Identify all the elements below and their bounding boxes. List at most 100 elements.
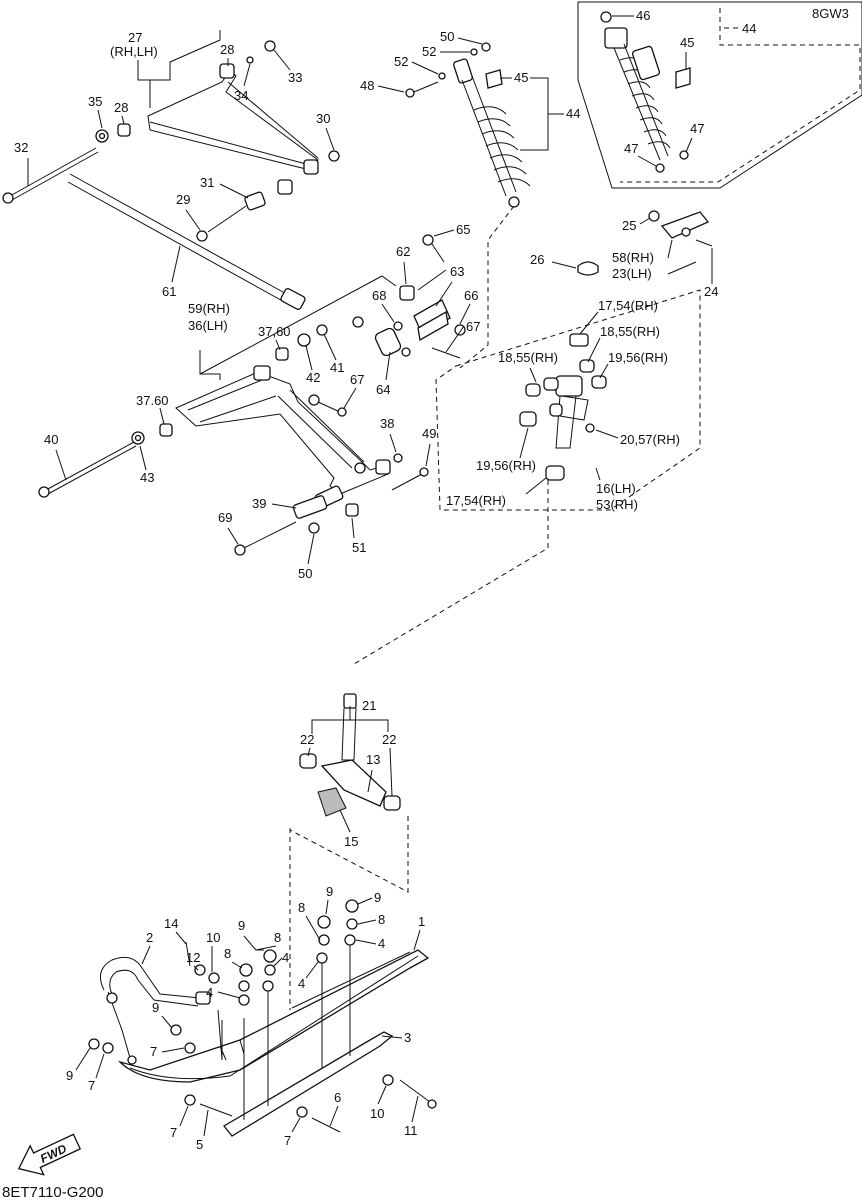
callout-36: 36(LH) [188, 318, 228, 333]
inset-group-dash [620, 8, 861, 183]
callout-29: 29 [176, 192, 190, 207]
callout-45-inset: 45 [680, 35, 694, 50]
callout-58: 58(RH) [612, 250, 654, 265]
callout-6: 6 [334, 1090, 341, 1105]
callout-19-right: 19,56(RH) [608, 350, 668, 365]
ski-assembly [88, 899, 437, 1137]
callout-9-b: 9 [374, 890, 381, 905]
ski-spindle [299, 693, 401, 817]
callout-50-bottom: 50 [298, 566, 312, 581]
callout-68: 68 [372, 288, 386, 303]
callout-63: 63 [450, 264, 464, 279]
callout-23: 23(LH) [612, 266, 652, 281]
drawing-code: 8ET7110-G200 [2, 1184, 103, 1201]
steering-guide-line [353, 480, 549, 665]
callout-38: 38 [380, 416, 394, 431]
callout-40: 40 [44, 432, 58, 447]
callout-9-a: 9 [326, 884, 333, 899]
callout-2: 2 [146, 930, 153, 945]
callout-25: 25 [622, 218, 636, 233]
callout-10-b: 10 [370, 1106, 384, 1121]
callout-44-top: 44 [566, 106, 580, 121]
callout-7-c: 7 [170, 1125, 177, 1140]
callout-61: 61 [162, 284, 176, 299]
callout-45-top: 45 [514, 70, 528, 85]
callout-42: 42 [306, 370, 320, 385]
link-assembly [352, 234, 466, 359]
callout-64: 64 [376, 382, 390, 397]
callout-67-left: 67 [350, 372, 364, 387]
callout-65: 65 [456, 222, 470, 237]
upper-arm [147, 69, 319, 171]
callout-49: 49 [422, 426, 436, 441]
callout-21: 21 [362, 698, 376, 713]
callout-22-left: 22 [300, 732, 314, 747]
callout-53: 53(RH) [596, 497, 638, 512]
callout-31: 31 [200, 175, 214, 190]
callout-52-top: 52 [422, 44, 436, 59]
callout-33: 33 [288, 70, 302, 85]
callout-10-a: 10 [206, 930, 220, 945]
callout-51: 51 [352, 540, 366, 555]
callout-13: 13 [366, 752, 380, 767]
callout-59: 59(RH) [188, 301, 230, 316]
fwd-arrow-shape [17, 1133, 82, 1176]
callout-41: 41 [330, 360, 344, 375]
callout-3: 3 [404, 1030, 411, 1045]
steering-column-parts [519, 210, 713, 481]
callout-27-side: (RH,LH) [110, 44, 158, 59]
callout-30: 30 [316, 111, 330, 126]
callout-47-inset-right: 47 [690, 121, 704, 136]
steering-group-dash [435, 289, 701, 511]
lower-arm-assembly [38, 324, 429, 556]
callout-8-d: 8 [224, 946, 231, 961]
callout-18-left: 18,55(RH) [498, 350, 558, 365]
callout-4-c: 4 [282, 950, 289, 965]
callout-8-b: 8 [378, 912, 385, 927]
inset-model-label: 8GW3 [812, 6, 849, 21]
callout-20: 20,57(RH) [620, 432, 680, 447]
callout-19-left: 19,56(RH) [476, 458, 536, 473]
callout-37-top: 37,60 [258, 324, 291, 339]
callout-17-top: 17,54(RH) [598, 298, 658, 313]
callout-28-left: 28 [114, 100, 128, 115]
callout-27: 27 [128, 30, 142, 45]
leader-21 [311, 706, 389, 734]
front-axle-shaft [67, 173, 306, 310]
callout-62: 62 [396, 244, 410, 259]
fwd-label: FWD [38, 1141, 69, 1165]
callout-11: 11 [404, 1123, 418, 1138]
leader-59 [199, 275, 397, 380]
callout-46: 46 [636, 8, 650, 23]
callout-47-inset-left: 47 [624, 141, 638, 156]
callout-9-d: 9 [152, 1000, 159, 1015]
front-shock-absorber [405, 42, 531, 208]
callout-7-d: 7 [284, 1133, 291, 1148]
callout-24: 24 [704, 284, 718, 299]
callout-7-b: 7 [88, 1078, 95, 1093]
callout-26: 26 [530, 252, 544, 267]
inset-border [577, 1, 862, 189]
callout-28-top: 28 [220, 42, 234, 57]
callout-7-a: 7 [150, 1044, 157, 1059]
callout-69: 69 [218, 510, 232, 525]
callout-4-b: 4 [298, 976, 305, 991]
callout-22-right: 22 [382, 732, 396, 747]
callout-50-top: 50 [440, 29, 454, 44]
callout-35: 35 [88, 94, 102, 109]
inset-8gw3: 8GW3 46 45 44 47 47 [577, 1, 862, 189]
leader-27 [137, 30, 221, 108]
callout-52-mid: 52 [394, 54, 408, 69]
callout-32: 32 [14, 140, 28, 155]
callout-39: 39 [252, 496, 266, 511]
callout-8-c: 8 [274, 930, 281, 945]
callout-16: 16(LH) [596, 481, 636, 496]
callout-14: 14 [164, 916, 178, 931]
callout-66: 66 [464, 288, 478, 303]
callout-4-a: 4 [378, 936, 385, 951]
callout-12: 12 [186, 950, 200, 965]
shock-guide-line [459, 205, 515, 369]
callout-18-right: 18,55(RH) [600, 324, 660, 339]
spindle-guide-lines [289, 816, 409, 1010]
